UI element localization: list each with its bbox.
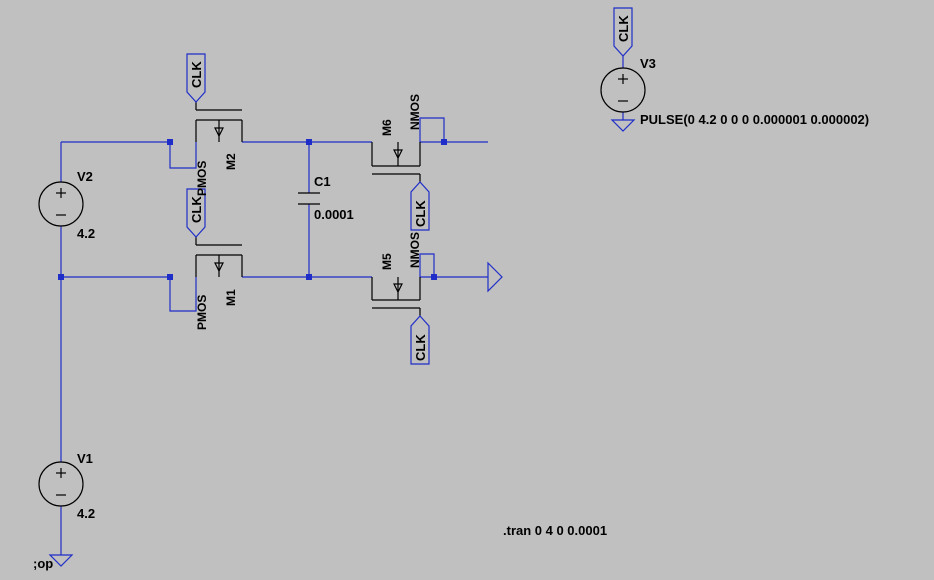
v3-value: PULSE(0 4.2 0 0 0 0.000001 0.000002) [640, 112, 869, 127]
voltage-source-v2 [38, 181, 84, 227]
output-port [487, 261, 503, 293]
v2-value: 4.2 [77, 226, 95, 241]
clk-flag-m5: CLK [410, 315, 430, 365]
ground-symbol-v1 [48, 554, 74, 567]
m5-model: NMOS [408, 232, 422, 268]
clk-flag-m2-label: CLK [189, 61, 204, 88]
nmos-m6 [371, 142, 421, 182]
clk-flag-v3: CLK [613, 7, 633, 57]
voltage-source-v1 [38, 461, 84, 507]
m2-name: M2 [224, 153, 238, 170]
tran-directive[interactable]: .tran 0 4 0 0.0001 [503, 523, 607, 538]
clk-flag-m2: CLK [186, 53, 206, 103]
wires [60, 56, 624, 555]
voltage-source-v3 [600, 67, 646, 113]
clk-flag-m6-label: CLK [413, 200, 428, 227]
clk-flag-m6: CLK [410, 181, 430, 231]
clk-flag-v3-label: CLK [616, 15, 631, 42]
m1-model: PMOS [195, 295, 209, 330]
m2-model: PMOS [195, 161, 209, 196]
op-directive[interactable]: ;op [33, 556, 53, 571]
c1-value: 0.0001 [314, 207, 354, 222]
pmos-m1 [195, 237, 243, 277]
clk-flag-m1-label: CLK [189, 196, 204, 223]
v1-value: 4.2 [77, 506, 95, 521]
pmos-m2 [195, 102, 243, 142]
clk-flag-m1: CLK [186, 188, 206, 238]
v1-name: V1 [77, 451, 93, 466]
m1-name: M1 [224, 289, 238, 306]
m6-model: NMOS [408, 94, 422, 130]
clk-flag-m5-label: CLK [413, 334, 428, 361]
capacitor-c1 [298, 192, 320, 205]
v3-name: V3 [640, 56, 656, 71]
ground-symbol-v3 [610, 119, 636, 132]
c1-name: C1 [314, 174, 331, 189]
m5-name: M5 [380, 253, 394, 270]
junctions [58, 139, 447, 280]
v2-name: V2 [77, 169, 93, 184]
m6-name: M6 [380, 119, 394, 136]
nmos-m5 [371, 277, 421, 316]
